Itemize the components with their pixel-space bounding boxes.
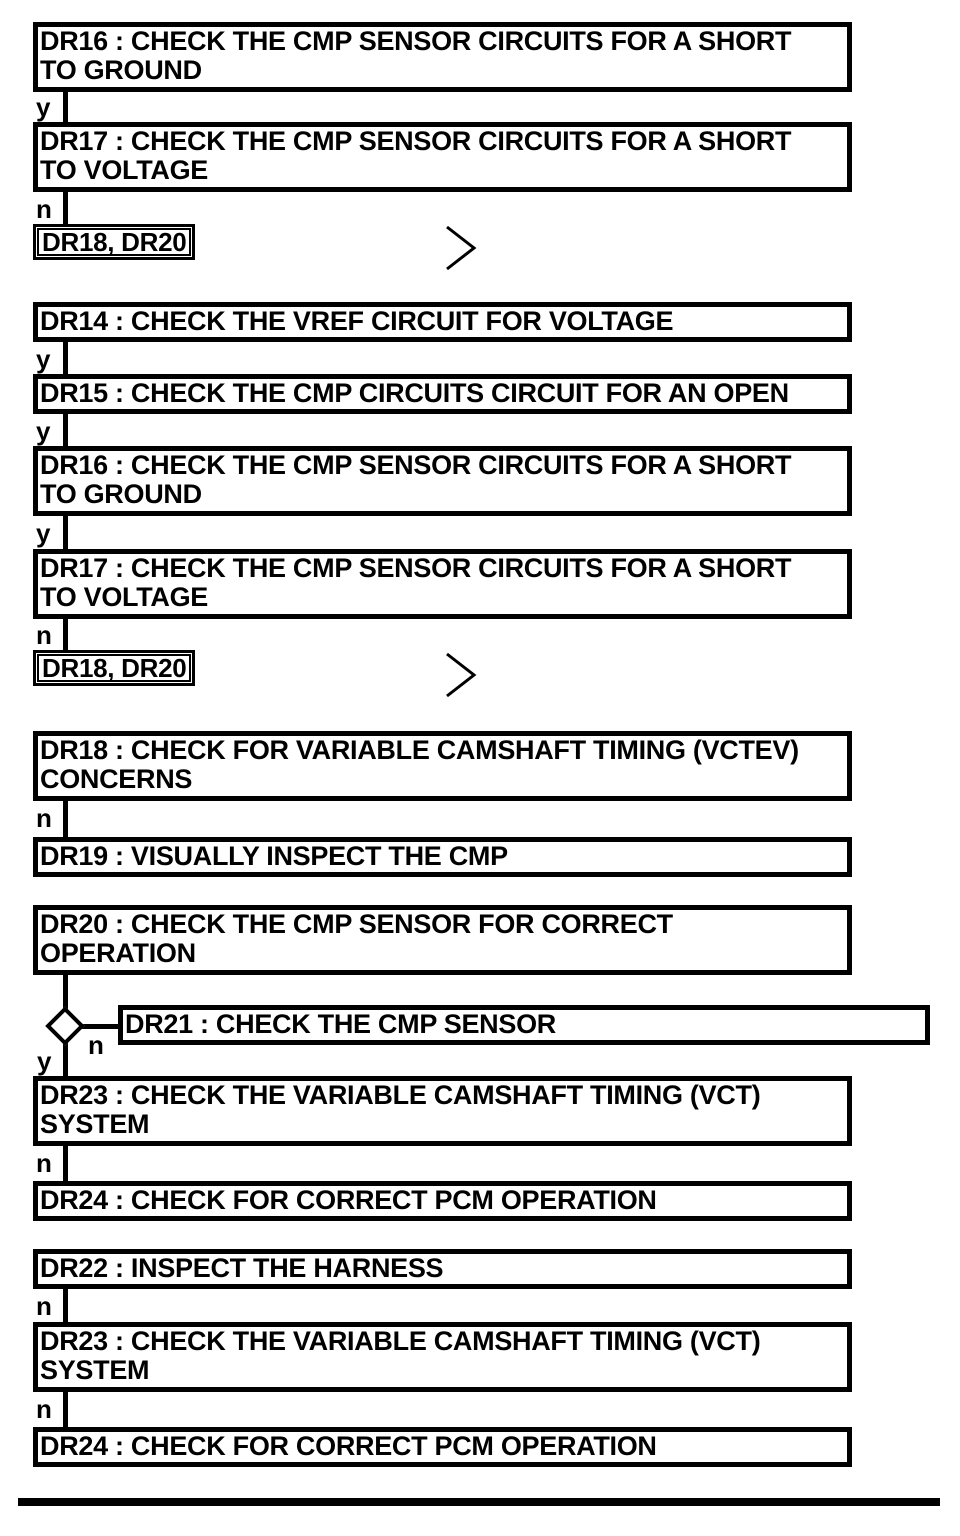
chevron-right-icon [446, 225, 477, 271]
connector-line [63, 1144, 68, 1183]
flow-node-dr15[interactable]: DR15 : CHECK THE CMP CIRCUITS CIRCUIT FO… [33, 374, 852, 414]
flow-node-dr22[interactable]: DR22 : INSPECT THE HARNESS [33, 1249, 852, 1289]
edge-label-no: n [88, 1030, 104, 1060]
edge-label-no: n [36, 803, 52, 833]
connector-line [63, 412, 68, 448]
edge-label-no: n [36, 1394, 52, 1424]
decision-diamond [45, 1006, 85, 1046]
connector-line [63, 1390, 68, 1429]
flow-node-dr16[interactable]: DR16 : CHECK THE CMP SENSOR CIRCUITS FOR… [33, 446, 852, 516]
connector-line [63, 514, 68, 551]
flow-node-dr24[interactable]: DR24 : CHECK FOR CORRECT PCM OPERATION [33, 1427, 852, 1467]
edge-label-yes: y [36, 416, 51, 446]
ref-node-dr18-dr20[interactable]: DR18, DR20 [33, 650, 196, 686]
flow-node-dr24[interactable]: DR24 : CHECK FOR CORRECT PCM OPERATION [33, 1181, 852, 1221]
connector-line [63, 973, 68, 1013]
connector-line [80, 1024, 118, 1029]
edge-label-no: n [36, 1291, 52, 1321]
flow-node-dr17[interactable]: DR17 : CHECK THE CMP SENSOR CIRCUITS FOR… [33, 549, 852, 619]
edge-label-yes: y [36, 518, 51, 548]
edge-label-yes: y [36, 344, 51, 374]
edge-label-yes: y [36, 92, 51, 122]
flow-node-dr23[interactable]: DR23 : CHECK THE VARIABLE CAMSHAFT TIMIN… [33, 1322, 852, 1392]
ref-node-label: DR18, DR20 [37, 654, 192, 682]
edge-label-yes: y [37, 1046, 52, 1076]
chevron-right-icon [446, 652, 477, 698]
connector-line [63, 340, 68, 376]
ref-node-dr18-dr20[interactable]: DR18, DR20 [33, 224, 196, 260]
flow-node-dr18[interactable]: DR18 : CHECK FOR VARIABLE CAMSHAFT TIMIN… [33, 731, 852, 801]
flow-node-dr14[interactable]: DR14 : CHECK THE VREF CIRCUIT FOR VOLTAG… [33, 302, 852, 342]
flow-node-dr16[interactable]: DR16 : CHECK THE CMP SENSOR CIRCUITS FOR… [33, 22, 852, 92]
edge-label-no: n [36, 620, 52, 650]
flow-node-dr19[interactable]: DR19 : VISUALLY INSPECT THE CMP [33, 837, 852, 877]
connector-line [63, 1040, 68, 1078]
edge-label-no: n [36, 1148, 52, 1178]
connector-line [63, 190, 68, 226]
connector-line [63, 90, 68, 124]
flow-node-dr21[interactable]: DR21 : CHECK THE CMP SENSOR [118, 1005, 930, 1045]
ref-node-label: DR18, DR20 [37, 228, 192, 256]
page-divider-rule [18, 1498, 940, 1506]
connector-line [63, 799, 68, 839]
connector-line [63, 617, 68, 652]
flow-node-dr17[interactable]: DR17 : CHECK THE CMP SENSOR CIRCUITS FOR… [33, 122, 852, 192]
flow-node-dr23[interactable]: DR23 : CHECK THE VARIABLE CAMSHAFT TIMIN… [33, 1076, 852, 1146]
connector-line [63, 1287, 68, 1324]
edge-label-no: n [36, 194, 52, 224]
flow-node-dr20[interactable]: DR20 : CHECK THE CMP SENSOR FOR CORRECT … [33, 905, 852, 975]
